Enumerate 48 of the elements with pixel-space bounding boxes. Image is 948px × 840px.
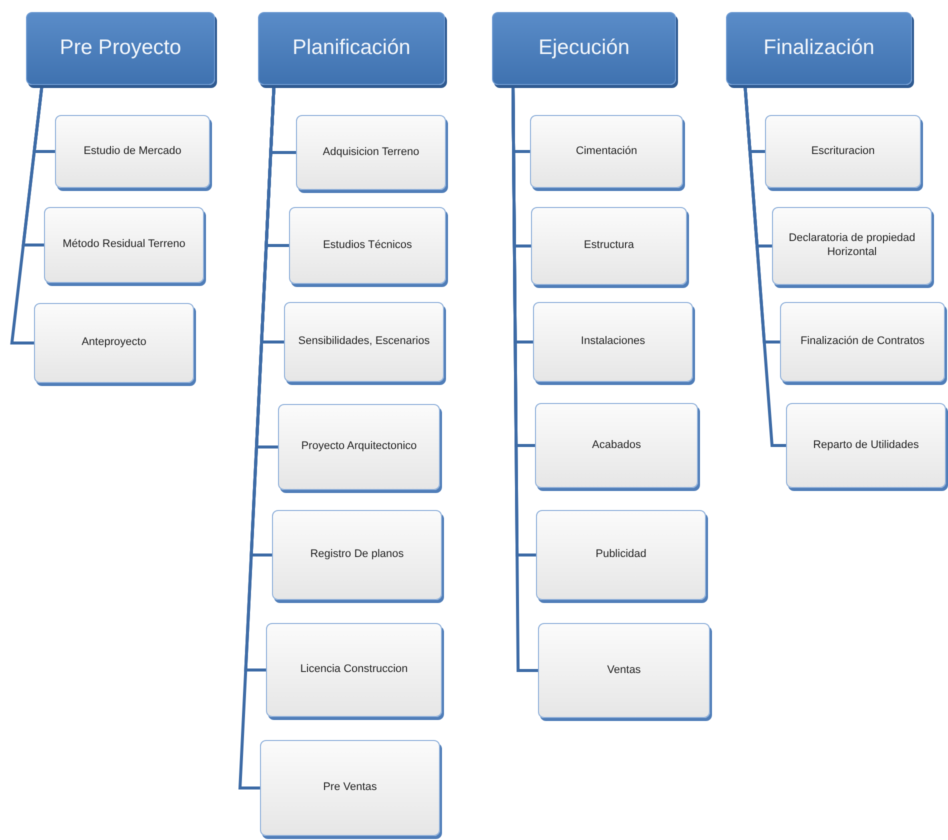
task-box xyxy=(780,302,945,382)
task-label: Finalización de Contratos xyxy=(800,335,925,349)
task-label: Reparto de Utilidades xyxy=(813,438,919,452)
task-box xyxy=(772,207,932,285)
task-box xyxy=(531,207,687,285)
task-label: Declaratoria de propiedad Horizontal xyxy=(788,232,916,260)
task-box xyxy=(765,115,921,188)
task-label: Sensibilidades, Escenarios xyxy=(298,335,430,349)
task-box xyxy=(289,207,446,284)
task-box xyxy=(535,403,698,488)
task-box xyxy=(34,303,194,383)
task-box xyxy=(260,740,440,836)
task-label: Publicidad xyxy=(596,548,646,562)
task-box xyxy=(530,115,683,188)
task-box xyxy=(533,302,693,382)
task-box xyxy=(55,115,210,188)
task-label: Instalaciones xyxy=(580,335,646,349)
task-label: Proyecto Arquitectonico xyxy=(301,440,417,454)
phase-title: Planificación xyxy=(292,35,410,62)
task-label: Cimentación xyxy=(576,144,638,158)
task-label: Adquisicion Terreno xyxy=(322,146,420,160)
task-box xyxy=(284,302,444,382)
task-label: Escrituracion xyxy=(811,144,875,158)
task-box xyxy=(44,207,204,283)
task-box xyxy=(272,510,442,600)
task-label: Acabados xyxy=(592,438,641,452)
task-label: Estructura xyxy=(584,239,634,253)
task-box xyxy=(786,403,946,488)
task-box xyxy=(296,115,446,190)
task-label: Pre Ventas xyxy=(323,781,377,795)
task-box xyxy=(278,404,440,490)
task-label: Anteproyecto xyxy=(82,336,146,350)
task-box xyxy=(536,510,706,600)
task-box xyxy=(266,623,442,717)
task-label: Método Residual Terreno xyxy=(62,238,186,252)
task-box xyxy=(538,623,710,718)
phase-header-box xyxy=(726,12,912,85)
phase-header-box xyxy=(258,12,445,85)
phase-title: Pre Proyecto xyxy=(60,35,182,62)
phase-title: Ejecución xyxy=(538,35,630,62)
task-label: Ventas xyxy=(607,664,641,678)
task-label: Estudios Técnicos xyxy=(322,238,412,252)
task-label: Estudio de Mercado xyxy=(84,144,182,158)
phase-header-box xyxy=(492,12,676,85)
task-label: Licencia Construccion xyxy=(300,663,408,677)
phase-header-box xyxy=(26,12,215,85)
task-label: Registro De planos xyxy=(310,548,404,562)
phase-title: Finalización xyxy=(764,35,874,62)
